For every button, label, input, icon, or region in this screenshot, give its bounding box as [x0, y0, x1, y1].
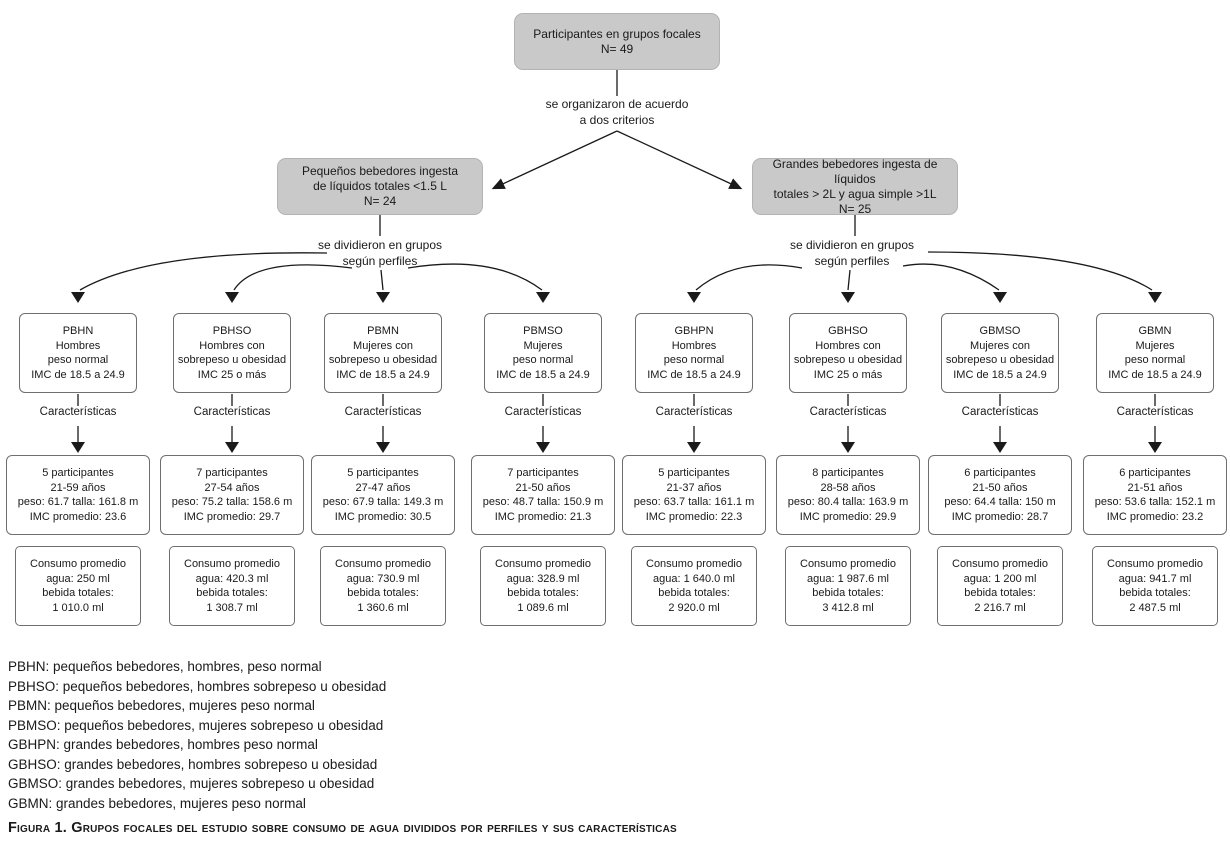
split-label-right: se dividieron en grupos según perfiles	[789, 238, 915, 268]
consumo-box: Consumo promedio agua: 1 987.6 ml bebida…	[785, 546, 911, 626]
caracteristicas-box: 7 participantes 27-54 años peso: 75.2 ta…	[160, 455, 304, 535]
consumo-box: Consumo promedio agua: 420.3 ml bebida t…	[169, 546, 295, 626]
group-column: PBMSO Mujeres peso normal IMC de 18.5 a …	[463, 313, 623, 643]
caracteristicas-label: Características	[961, 406, 1039, 418]
root-box: Participantes en grupos focales N= 49	[514, 13, 720, 70]
caracteristicas-box: 7 participantes 21-50 años peso: 48.7 ta…	[471, 455, 615, 535]
group-column: GBHSO Hombres con sobrepeso u obesidad I…	[768, 313, 928, 643]
legend-line: GBHPN: grandes bebedores, hombres peso n…	[8, 737, 318, 752]
consumo-box: Consumo promedio agua: 1 640.0 ml bebida…	[631, 546, 757, 626]
consumo-box: Consumo promedio agua: 250 ml bebida tot…	[15, 546, 141, 626]
group-column: GBMN Mujeres peso normal IMC de 18.5 a 2…	[1075, 313, 1230, 643]
legend-line: GBHSO: grandes bebedores, hombres sobrep…	[8, 756, 378, 772]
group-box: GBMSO Mujeres con sobrepeso u obesidad I…	[941, 313, 1059, 393]
legend-line: PBHN: pequeños bebedores, hombres, peso …	[8, 659, 322, 674]
consumo-box: Consumo promedio agua: 328.9 ml bebida t…	[480, 546, 606, 626]
caracteristicas-label: Características	[504, 406, 582, 418]
caracteristicas-box: 5 participantes 27-47 años peso: 67.9 ta…	[311, 455, 455, 535]
caracteristicas-label: Características	[193, 406, 271, 418]
legend-line: PBHSO: pequeños bebedores, hombres sobre…	[8, 678, 387, 694]
caracteristicas-label: Características	[809, 406, 887, 418]
branch-box-big-drinkers: Grandes bebedores ingesta de líquidos to…	[752, 157, 958, 216]
caracteristicas-label: Características	[1116, 406, 1194, 418]
group-box: GBHSO Hombres con sobrepeso u obesidad I…	[789, 313, 907, 393]
legend-line: GBMSO: grandes bebedores, mujeres sobrep…	[8, 776, 375, 791]
group-column: PBHN Hombres peso normal IMC de 18.5 a 2…	[0, 313, 158, 643]
criteria-label: se organizaron de acuerdo a dos criterio…	[545, 97, 689, 127]
legend-line: PBMN: pequeños bebedores, mujeres peso n…	[8, 698, 315, 713]
group-box: GBMN Mujeres peso normal IMC de 18.5 a 2…	[1096, 313, 1214, 393]
group-column: PBMN Mujeres con sobrepeso u obesidad IM…	[303, 313, 463, 643]
consumo-box: Consumo promedio agua: 730.9 ml bebida t…	[320, 546, 446, 626]
caracteristicas-box: 8 participantes 28-58 años peso: 80.4 ta…	[776, 455, 920, 535]
caracteristicas-box: 6 participantes 21-51 años peso: 53.6 ta…	[1083, 455, 1227, 535]
caracteristicas-label: Características	[655, 406, 733, 418]
group-column: PBHSO Hombres con sobrepeso u obesidad I…	[152, 313, 312, 643]
group-box: PBHSO Hombres con sobrepeso u obesidad I…	[173, 313, 291, 393]
figure-caption: Figura 1. Grupos focales del estudio sob…	[8, 820, 677, 836]
caracteristicas-label: Características	[39, 406, 117, 418]
caracteristicas-box: 6 participantes 21-50 años peso: 64.4 ta…	[928, 455, 1072, 535]
group-box: PBHN Hombres peso normal IMC de 18.5 a 2…	[19, 313, 137, 393]
legend-line: GBMN: grandes bebedores, mujeres peso no…	[8, 795, 306, 811]
consumo-box: Consumo promedio agua: 941.7 ml bebida t…	[1092, 546, 1218, 626]
group-box: GBHPN Hombres peso normal IMC de 18.5 a …	[635, 313, 753, 393]
branch-box-small-drinkers: Pequeños bebedores ingesta de líquidos t…	[277, 158, 483, 215]
caracteristicas-box: 5 participantes 21-37 años peso: 63.7 ta…	[622, 455, 766, 535]
caracteristicas-label: Características	[344, 406, 422, 418]
legend: PBHN: pequeños bebedores, hombres, peso …	[8, 657, 386, 813]
split-label-left: se dividieron en grupos según perfiles	[317, 238, 443, 268]
consumo-box: Consumo promedio agua: 1 200 ml bebida t…	[937, 546, 1063, 626]
group-box: PBMSO Mujeres peso normal IMC de 18.5 a …	[484, 313, 602, 393]
group-box: PBMN Mujeres con sobrepeso u obesidad IM…	[324, 313, 442, 393]
legend-line: PBMSO: pequeños bebedores, mujeres sobre…	[8, 717, 384, 733]
group-column: GBMSO Mujeres con sobrepeso u obesidad I…	[920, 313, 1080, 643]
group-column: GBHPN Hombres peso normal IMC de 18.5 a …	[614, 313, 774, 643]
caracteristicas-box: 5 participantes 21-59 años peso: 61.7 ta…	[6, 455, 150, 535]
